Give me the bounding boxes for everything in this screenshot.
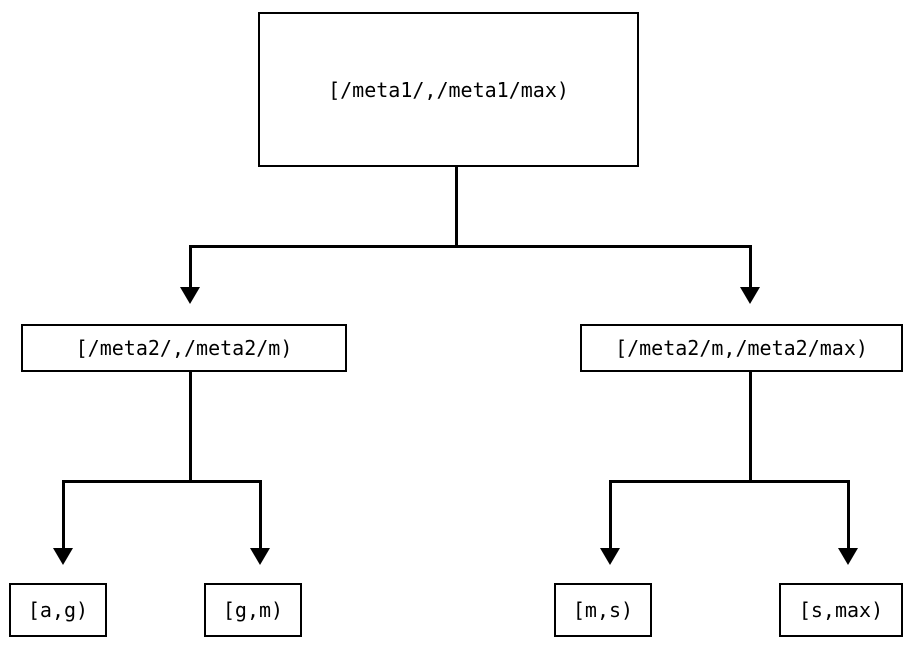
- tree-node-meta2-left: [/meta2/,/meta2/m): [21, 324, 347, 372]
- tree-node-root-label: [/meta1/,/meta1/max): [328, 77, 569, 102]
- arrowhead-root-to-l2left: [180, 287, 200, 304]
- arrowhead-l2left-to-ag: [53, 548, 73, 565]
- tree-node-meta2-right: [/meta2/m,/meta2/max): [580, 324, 903, 372]
- arrowhead-root-to-l2right: [740, 287, 760, 304]
- arrowhead-l2right-to-ms: [600, 548, 620, 565]
- tree-leaf-a-g-label: [a,g): [27, 598, 89, 622]
- tree-leaf-g-m: [g,m): [204, 583, 302, 637]
- edge-root-stem: [455, 167, 458, 248]
- tree-node-meta2-right-label: [/meta2/m,/meta2/max): [615, 336, 868, 360]
- edge-root-bus: [189, 245, 752, 248]
- edge-l2left-to-ag-drop: [62, 480, 65, 548]
- tree-leaf-m-s: [m,s): [554, 583, 652, 637]
- tree-leaf-m-s-label: [m,s): [572, 598, 634, 622]
- arrowhead-l2left-to-gm: [250, 548, 270, 565]
- edge-l2right-to-ms-drop: [609, 480, 612, 548]
- tree-leaf-a-g: [a,g): [9, 583, 107, 637]
- edge-l2left-to-gm-drop: [259, 480, 262, 548]
- edge-l2left-bus: [62, 480, 261, 483]
- edge-l2right-to-smax-drop: [847, 480, 850, 548]
- tree-leaf-s-max-label: [s,max): [798, 598, 884, 622]
- edge-l2right-stem: [749, 372, 752, 483]
- edge-l2left-stem: [189, 372, 192, 483]
- tree-node-meta2-left-label: [/meta2/,/meta2/m): [75, 336, 293, 360]
- edge-root-to-l2right-drop: [749, 245, 752, 287]
- tree-node-root: [/meta1/,/meta1/max): [258, 12, 639, 167]
- tree-leaf-s-max: [s,max): [779, 583, 903, 637]
- edge-l2right-bus: [609, 480, 849, 483]
- arrowhead-l2right-to-smax: [838, 548, 858, 565]
- edge-root-to-l2left-drop: [189, 245, 192, 287]
- tree-leaf-g-m-label: [g,m): [222, 598, 284, 622]
